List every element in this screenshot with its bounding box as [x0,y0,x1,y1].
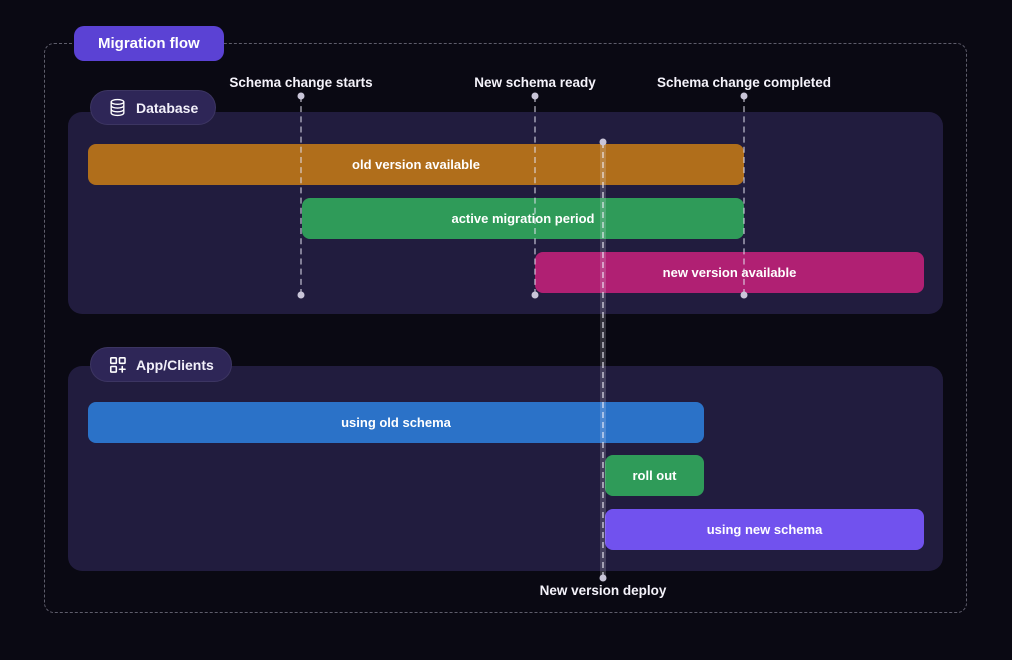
diagram-frame [44,43,967,613]
milestone-top-dot-schema-change-starts [297,92,305,100]
deploy-bottom-dot [599,574,607,582]
lane-badge-database: Database [90,90,217,125]
milestone-top-dot-schema-change-completed [740,92,748,100]
deploy-timeline-line [602,142,604,578]
timeline-bar-new-version-available: new version available [535,252,924,293]
timeline-bar-using-new-schema: using new schema [605,509,924,550]
lane-badge-app-clients: App/Clients [90,347,232,382]
milestone-label-schema-change-starts: Schema change starts [229,75,373,90]
apps-icon [108,355,127,374]
timeline-bar-roll-out: roll out [605,455,704,496]
title-badge: Migration flow [74,26,224,61]
timeline-bar-active-migration-period: active migration period [302,198,744,239]
milestone-bottom-dot-schema-change-starts [297,291,305,299]
timeline-bar-old-version-available: old version available [88,144,744,185]
lane-badge-label: Database [136,99,199,116]
milestone-top-dot-new-schema-ready [531,92,539,100]
deploy-label: New version deploy [539,583,667,598]
milestone-line-new-schema-ready [534,96,536,295]
milestone-line-schema-change-completed [743,96,745,295]
database-icon [108,98,127,117]
milestone-bottom-dot-schema-change-completed [740,291,748,299]
title-badge-label: Migration flow [98,35,200,52]
timeline-bar-using-old-schema: using old schema [88,402,704,443]
milestone-label-new-schema-ready: New schema ready [474,75,596,90]
milestone-line-schema-change-starts [300,96,302,295]
lane-badge-label: App/Clients [136,356,214,373]
deploy-top-dot [599,138,607,146]
milestone-bottom-dot-new-schema-ready [531,291,539,299]
milestone-label-schema-change-completed: Schema change completed [656,75,832,90]
